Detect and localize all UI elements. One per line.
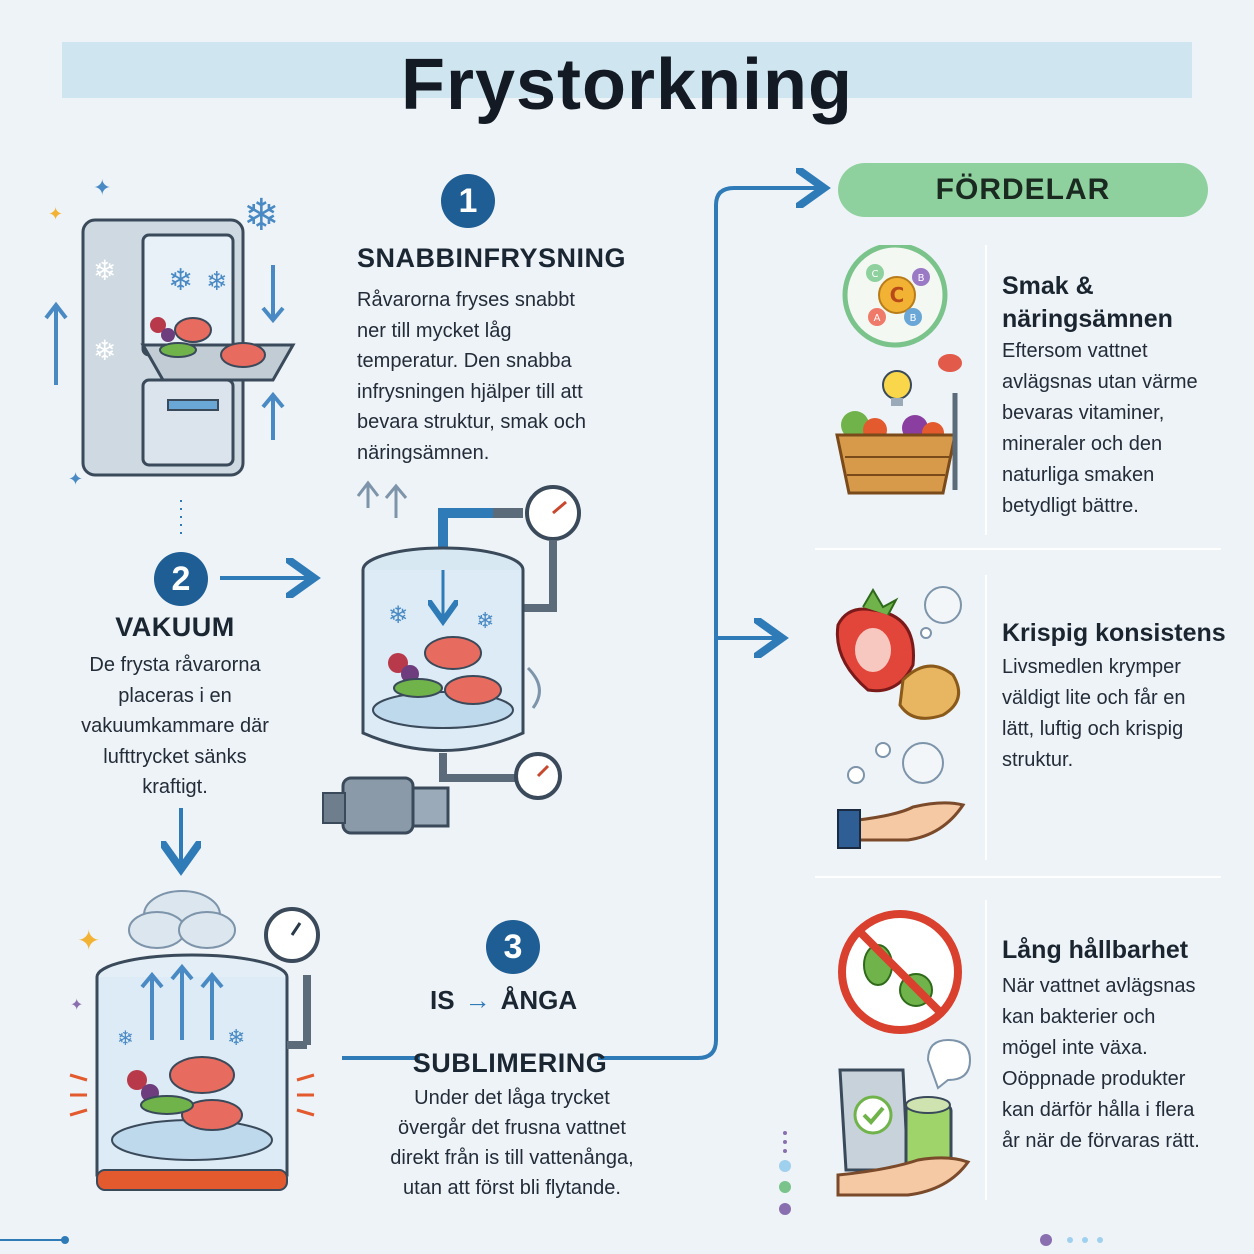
step-3-heading: SUBLIMERING [412,1048,608,1078]
svg-text:❄: ❄ [243,190,280,241]
page-title: Frystorkning [400,45,854,125]
benefit-1-text: Eftersom vattnet avlägsnas utan värme be… [1002,340,1198,517]
svg-text:❄: ❄ [168,263,193,298]
benefit-3-text: När vattnet avlägsnas kan bakterier och … [1002,975,1200,1152]
svg-text:✦: ✦ [77,924,100,957]
benefit-3-title: Lång hållbarhet [1002,936,1189,964]
nutrition-basket-icon: C A B C B [835,245,962,495]
phase-to-label: ÅNGA [500,985,578,1015]
svg-text:✦: ✦ [70,995,83,1014]
svg-text:✦: ✦ [68,469,83,490]
svg-text:❄: ❄ [227,1026,245,1051]
shelf-life-icon [836,910,972,1197]
svg-text:❄: ❄ [93,334,116,367]
flow-line-to-benefits [342,188,820,1060]
step-2-heading: VAKUUM [115,612,235,642]
phase-from-label: IS [430,985,455,1015]
svg-text:❄: ❄ [93,254,116,287]
svg-text:B: B [910,313,917,324]
svg-text:A: A [874,313,881,324]
vacuum-chamber-illustration: ❄ ❄ [322,480,581,835]
phase-change-label: IS → ÅNGA [430,985,577,1016]
svg-text:✦: ✦ [93,176,111,201]
benefit-2-title: Krispig konsistens [1002,619,1226,647]
title-band [62,42,1192,98]
svg-text:❄: ❄ [206,267,228,297]
svg-text:✦: ✦ [48,204,63,225]
benefits-header: FÖRDELAR [838,163,1208,217]
svg-text:C: C [890,283,905,307]
benefit-2-text: Livsmedlen krymper väldigt lite och får … [1002,656,1186,771]
step-2-text: De frysta råvarorna placeras i en vakuum… [81,654,269,798]
step-3-number: 3 [486,920,540,974]
benefits-divider [815,876,1221,878]
svg-text:❄: ❄ [117,1026,134,1050]
step-1-number: 1 [441,174,495,228]
benefits-divider [815,548,1221,550]
benefit-1-title: Smak & näringsämnen [1002,272,1173,333]
step-1-heading: SNABBINFRYSNING [357,243,627,273]
svg-text:❄: ❄ [476,609,494,634]
svg-text:C: C [872,269,879,280]
sublimation-illustration: ✦ ✦ ❄ ❄ [69,890,320,1191]
step-3-text: Under det låga trycket övergår det frusn… [390,1087,634,1199]
svg-text:❄: ❄ [388,601,408,629]
step-2-number: 2 [154,552,208,606]
arrow-right-icon: → [464,985,491,1015]
freezer-illustration: ❄ ❄ ❄ ❄ ❄ ✦ ✦ ✦ [44,176,296,490]
svg-text:B: B [918,273,925,284]
crispy-texture-icon [835,586,966,849]
step-1-text: Råvarorna fryses snabbt ner till mycket … [357,289,586,464]
